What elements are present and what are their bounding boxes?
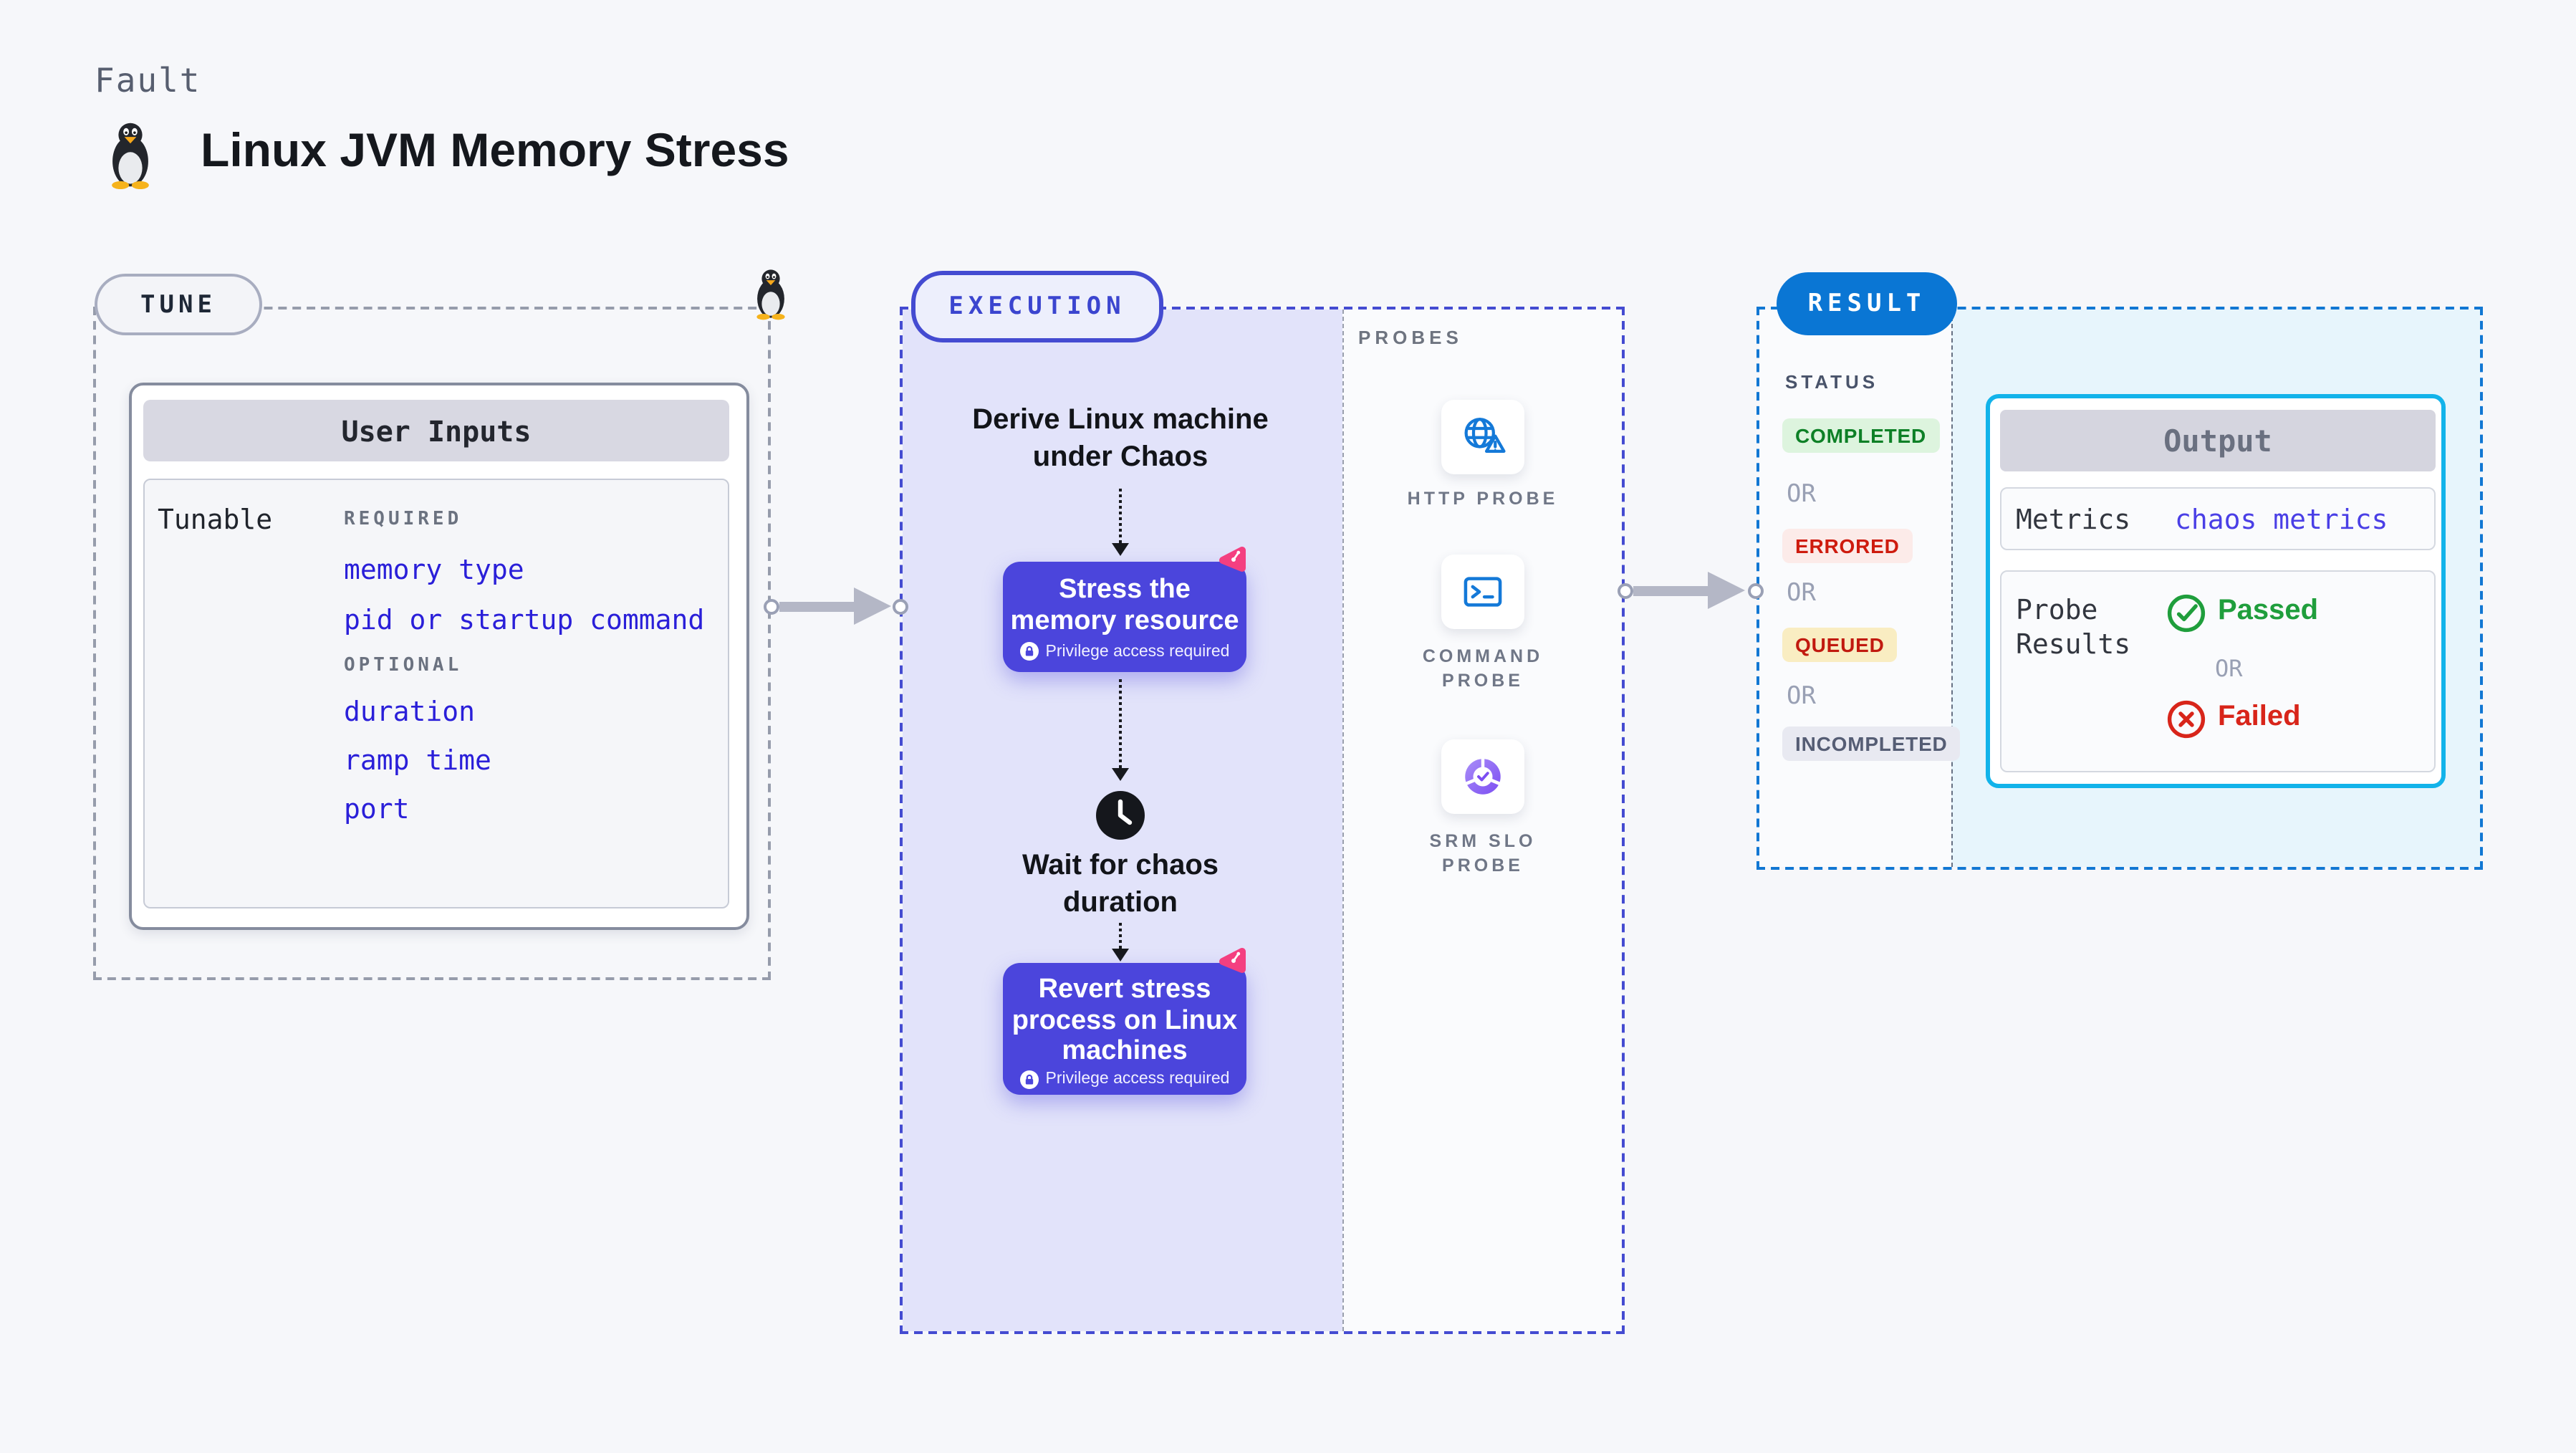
status-badge-errored: ERRORED xyxy=(1782,529,1913,563)
http-probe-card xyxy=(1441,400,1524,474)
x-circle-icon xyxy=(2167,700,2206,739)
page-title: Linux JVM Memory Stress xyxy=(201,123,789,176)
http-probe-label: HTTP PROBE xyxy=(1407,489,1559,509)
command-probe-label: COMMAND PROBE xyxy=(1422,646,1544,691)
step-title: Stress the memory resource xyxy=(1010,575,1239,636)
status-badge-queued: QUEUED xyxy=(1782,628,1898,662)
slo-pie-check-icon xyxy=(1465,758,1501,795)
step-revert-stress: Revert stress process on Linux machines … xyxy=(1003,963,1246,1095)
chaos-metrics-link[interactable]: chaos metrics xyxy=(2175,504,2388,536)
terminal-icon xyxy=(1464,577,1502,607)
check-circle-icon xyxy=(2167,594,2206,633)
execution-pill: EXECUTION xyxy=(911,271,1163,342)
input-duration[interactable]: duration xyxy=(344,696,476,728)
chaos-experiment-icon xyxy=(1216,545,1248,576)
tune-to-execution-arrowhead xyxy=(854,588,891,625)
or-label: OR xyxy=(1787,579,1816,608)
execution-to-result-arrow xyxy=(1633,586,1708,596)
fault-eyebrow: Fault xyxy=(95,63,201,100)
lock-icon xyxy=(1020,1070,1039,1088)
probes-area xyxy=(1342,310,1622,1331)
input-pid-or-startup-command[interactable]: pid or startup command xyxy=(344,605,705,636)
clock-icon xyxy=(1096,791,1145,840)
flow-connector xyxy=(1119,923,1122,949)
input-port[interactable]: port xyxy=(344,794,410,825)
connector-dot xyxy=(1618,583,1633,599)
result-status-area xyxy=(1759,310,1951,867)
probe-results-row xyxy=(2000,570,2436,772)
metrics-label: Metrics xyxy=(2016,504,2131,536)
connector-dot xyxy=(764,599,779,615)
flow-arrowhead xyxy=(1112,543,1129,556)
linux-tux-icon-small xyxy=(751,262,791,325)
or-label: OR xyxy=(2215,655,2243,682)
execution-section xyxy=(900,307,1625,1334)
status-heading: STATUS xyxy=(1785,371,1879,393)
required-heading: REQUIRED xyxy=(344,509,463,530)
execution-to-result-arrowhead xyxy=(1708,572,1745,609)
linux-tux-icon xyxy=(103,120,158,189)
tune-section xyxy=(93,307,771,980)
tune-pill: TUNE xyxy=(95,274,262,335)
input-memory-type[interactable]: memory type xyxy=(344,555,524,586)
privilege-row: Privilege access required xyxy=(1003,642,1246,661)
output-header: Output xyxy=(2000,410,2436,471)
privilege-row: Privilege access required xyxy=(1003,1070,1246,1088)
connector-dot xyxy=(893,599,908,615)
status-badge-incompleted: INCOMPLETED xyxy=(1782,726,1961,761)
lock-icon xyxy=(1020,642,1039,661)
flow-connector xyxy=(1119,489,1122,543)
step-title: Revert stress process on Linux machines xyxy=(1011,974,1238,1066)
or-label: OR xyxy=(1787,480,1816,509)
or-label: OR xyxy=(1787,682,1816,711)
failed-label: Failed xyxy=(2218,701,2301,732)
srm-slo-probe-card xyxy=(1441,739,1524,814)
chaos-experiment-icon xyxy=(1216,946,1248,977)
optional-heading: OPTIONAL xyxy=(344,655,463,676)
flow-arrowhead xyxy=(1112,949,1129,962)
globe-alert-icon xyxy=(1464,418,1506,453)
user-inputs-body xyxy=(143,479,729,908)
user-inputs-header: User Inputs xyxy=(143,400,729,461)
probe-results-label: Probe Results xyxy=(2016,595,2131,661)
result-pill: RESULT xyxy=(1777,272,1957,335)
flow-connector xyxy=(1119,679,1122,768)
command-probe-card xyxy=(1441,555,1524,629)
step-derive-machine: Derive Linux machine under Chaos xyxy=(972,404,1269,473)
probes-heading: PROBES xyxy=(1358,327,1463,348)
step-wait-duration: Wait for chaos duration xyxy=(1022,850,1219,919)
tunable-label: Tunable xyxy=(158,504,273,536)
metrics-row xyxy=(2000,487,2436,550)
flow-arrowhead xyxy=(1112,768,1129,781)
tune-to-execution-arrow xyxy=(779,602,854,612)
connector-dot xyxy=(1748,583,1764,599)
srm-slo-probe-label: SRM SLO PROBE xyxy=(1429,831,1537,876)
input-ramp-time[interactable]: ramp time xyxy=(344,745,491,777)
step-stress-memory: Stress the memory resource Privilege acc… xyxy=(1003,562,1246,672)
status-badge-completed: COMPLETED xyxy=(1782,418,1939,453)
passed-label: Passed xyxy=(2218,595,2319,626)
